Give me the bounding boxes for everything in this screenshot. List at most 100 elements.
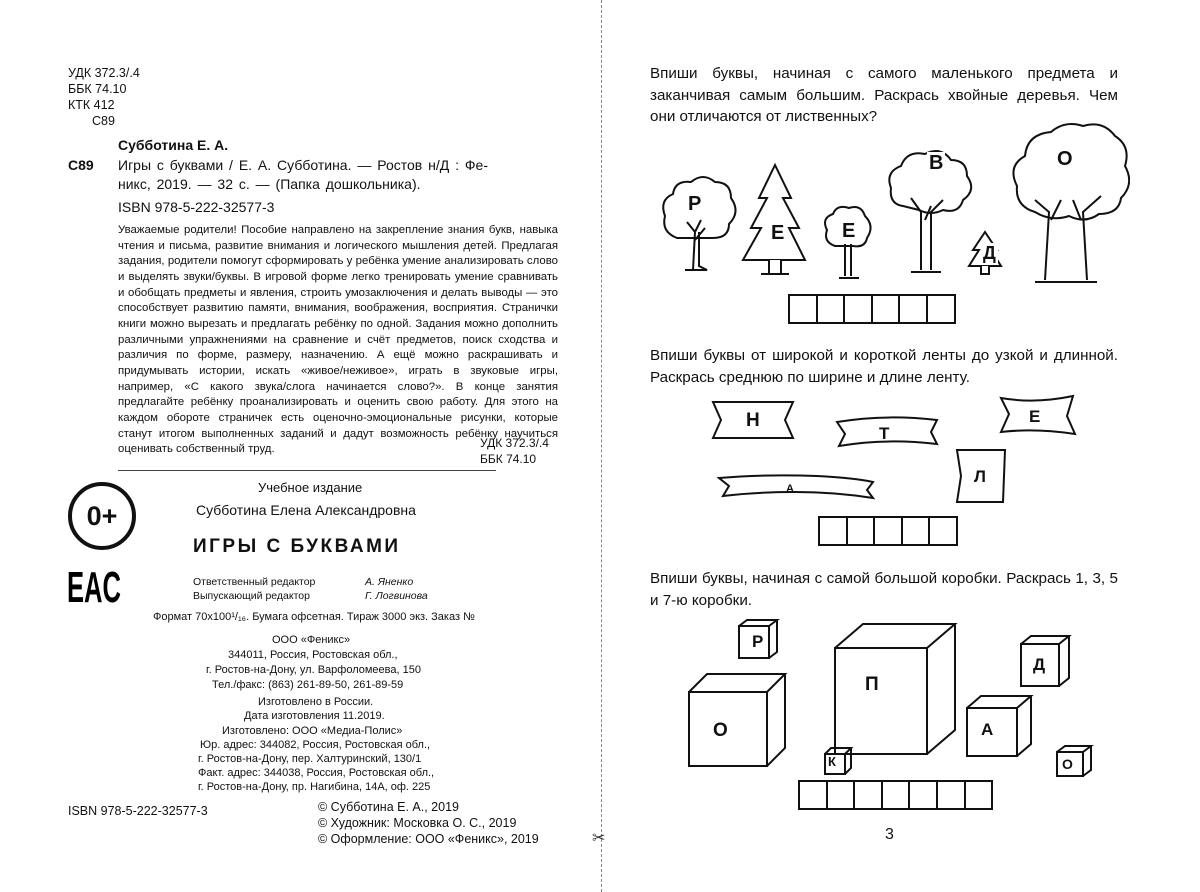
box-letter-7: О <box>1062 756 1073 772</box>
author-mark: С89 <box>68 157 94 173</box>
box-big-icon <box>688 673 788 767</box>
printer-address-1: Юр. адрес: 344082, Россия, Ростовская об… <box>200 739 431 751</box>
made-in: Изготовлено в России. <box>258 696 374 708</box>
ribbon-letter-1: Н <box>746 410 760 431</box>
tree-letter-6: О <box>1055 148 1075 171</box>
answer-cell[interactable] <box>798 780 828 810</box>
answer-cell[interactable] <box>870 294 901 324</box>
box-letter-6: К <box>828 754 836 769</box>
copyright-artist: © Художник: Московка О. С., 2019 <box>318 816 517 830</box>
publisher-phone: Тел./факс: (863) 261-89-50, 261-89-59 <box>212 679 404 691</box>
answer-cell[interactable] <box>898 294 928 324</box>
answer-cell[interactable] <box>900 516 931 546</box>
release-editor-label: Выпускающий редактор <box>193 590 310 602</box>
answer-cell[interactable] <box>908 780 938 810</box>
publisher-address-1: 344011, Россия, Ростовская обл., <box>228 649 398 661</box>
answer-cell[interactable] <box>880 780 911 810</box>
tree-letter-2: Е <box>769 222 787 245</box>
format-line: Формат 70x100¹/₁₆. Бумага офсетная. Тира… <box>153 611 475 623</box>
ktk-code: КТК 412 <box>68 98 115 112</box>
ribbon-square <box>999 394 1077 436</box>
tree-letter-1: Р <box>686 193 704 216</box>
answer-cell[interactable] <box>925 294 956 324</box>
ribbon-wide-short <box>711 401 795 439</box>
author-heading: Субботина Е. А. <box>118 137 229 153</box>
tree-letter-3: Е <box>840 220 858 243</box>
answer-cell[interactable] <box>935 780 966 810</box>
page-number: 3 <box>885 826 894 843</box>
fir-tree-icon <box>741 162 807 275</box>
eac-mark: EAC <box>67 563 121 607</box>
task-3-text: Впиши буквы, начиная с самой большой кор… <box>650 570 1118 609</box>
box-d-icon <box>1020 635 1072 687</box>
answer-cells-1[interactable] <box>788 294 956 324</box>
answer-cell[interactable] <box>825 780 856 810</box>
printer-address-3: Факт. адрес: 344038, Россия, Ростовская … <box>198 767 435 779</box>
bbk-code: ББК 74.10 <box>68 82 127 96</box>
boxes-illustration <box>688 619 1094 777</box>
publisher-name: ООО «Феникс» <box>272 634 351 646</box>
answer-cell[interactable] <box>843 294 873 324</box>
box-letter-5: А <box>981 720 994 739</box>
ribbons-illustration <box>711 394 1077 503</box>
printer-address-4: г. Ростов-на-Дону, пр. Нагибина, 14А, оф… <box>198 781 431 793</box>
answer-cell[interactable] <box>815 294 846 324</box>
box-letter-4: О <box>713 720 728 741</box>
task-2-text: Впиши буквы от широкой и короткой ленты … <box>650 347 1118 386</box>
age-rating-badge: 0+ <box>68 482 136 550</box>
trees-illustration <box>662 123 1130 283</box>
answer-cell[interactable] <box>963 780 994 810</box>
bib-line-1: Игры с буквами / Е. А. Субботина. — Рост… <box>118 157 488 173</box>
printer-name: Изготовлено: ООО «Медиа-Полис» <box>222 725 403 737</box>
editor-label: Ответственный редактор <box>193 576 316 588</box>
tree-letter-4: В <box>927 152 946 175</box>
box-small-icon <box>738 619 780 659</box>
ribbon-letter-4: Л <box>974 467 986 486</box>
udk-code: УДК 372.3/.4 <box>68 66 140 80</box>
author-mark-top: С89 <box>92 114 115 128</box>
fold-line <box>601 0 602 892</box>
box-tiny-icon <box>824 747 854 775</box>
made-date: Дата изготовления 11.2019. <box>244 710 385 722</box>
box-letter-1: Р <box>752 632 764 651</box>
age-rating-label: 0+ <box>86 500 118 531</box>
answer-cell[interactable] <box>845 516 876 546</box>
tree-small-icon <box>662 176 737 271</box>
answer-cells-2[interactable] <box>818 516 958 546</box>
answer-cell[interactable] <box>818 516 848 546</box>
scissors-icon: ✂ <box>592 830 606 847</box>
isbn-top: ISBN 978-5-222-32577-3 <box>118 199 275 215</box>
ribbon-tall <box>955 449 1007 503</box>
box-medium-icon <box>966 695 1034 757</box>
edition-type: Учебное издание <box>258 480 363 495</box>
bbk-right: ББК 74.10 <box>480 452 537 466</box>
ribbon-letter-5: А <box>786 483 794 495</box>
answer-cells-3[interactable] <box>798 780 994 810</box>
answer-cell[interactable] <box>853 780 883 810</box>
task-1-text: Впиши буквы, начиная с самого маленького… <box>650 65 1118 125</box>
bib-line-2: никс, 2019. — 32 с. — (Папка дошкольника… <box>118 176 421 192</box>
ribbon-letter-2: Т <box>879 424 890 443</box>
box-letter-3: Д <box>1033 655 1046 674</box>
isbn-bottom: ISBN 978-5-222-32577-3 <box>68 804 208 818</box>
answer-cell[interactable] <box>788 294 818 324</box>
copyright-author: © Субботина Е. А., 2019 <box>318 800 459 814</box>
box-largest-icon <box>834 623 958 755</box>
tree-tall-icon <box>888 150 973 273</box>
author-full-name: Субботина Елена Александровна <box>196 502 416 518</box>
udk-right: УДК 372.3/.4 <box>480 436 549 450</box>
answer-cell[interactable] <box>873 516 903 546</box>
box-letter-2: П <box>865 674 879 695</box>
copyright-design: © Оформление: ООО «Феникс», 2019 <box>318 832 539 846</box>
book-title: ИГРЫ С БУКВАМИ <box>193 536 401 557</box>
eac-text: EAC <box>67 563 121 607</box>
release-editor-name: Г. Логвинова <box>365 590 428 602</box>
divider <box>118 470 496 471</box>
box-tiny-2-icon <box>1056 745 1094 777</box>
ribbon-letter-3: Е <box>1029 407 1041 426</box>
editor-name: А. Яненко <box>365 576 414 588</box>
answer-cell[interactable] <box>928 516 958 546</box>
ribbon-narrow-long <box>716 474 876 500</box>
printer-address-2: г. Ростов-на-Дону, пер. Халтуринский, 13… <box>198 753 422 765</box>
annotation: Уважаемые родители! Пособие направлено н… <box>118 224 558 456</box>
